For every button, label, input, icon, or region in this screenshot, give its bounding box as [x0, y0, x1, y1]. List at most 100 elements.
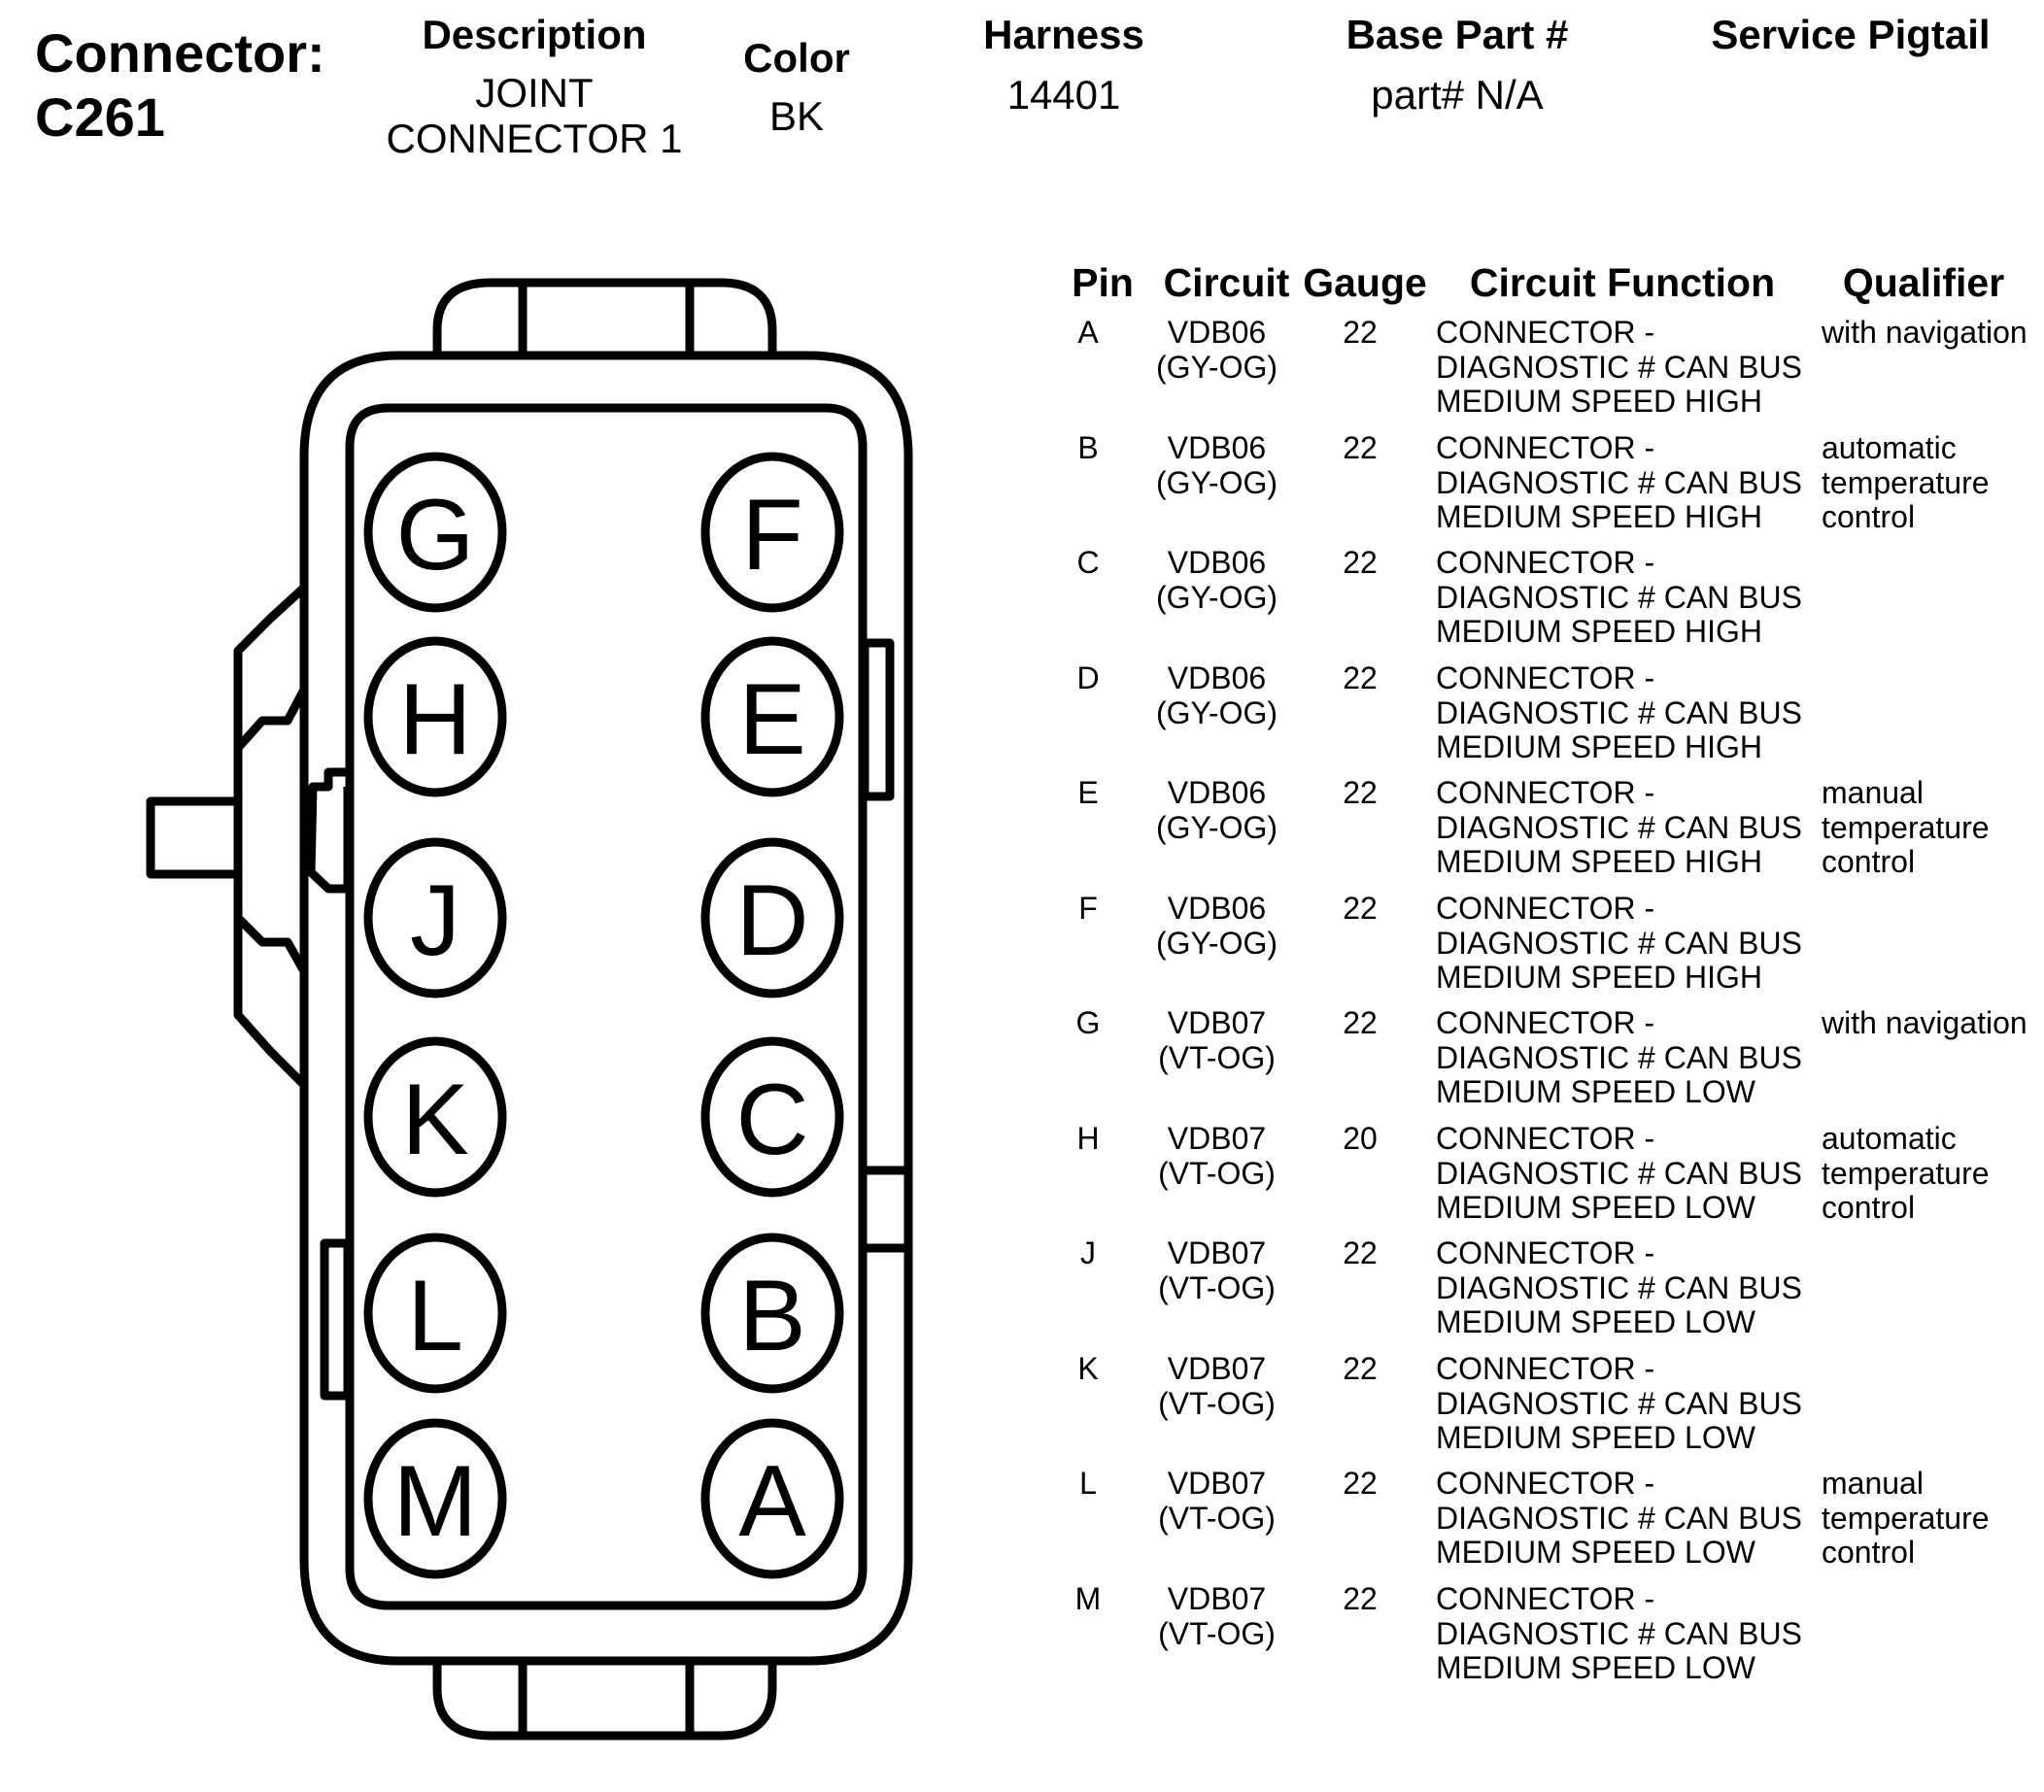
- connector-title: Connector: C261: [35, 21, 325, 149]
- row-l-circuit-function-line: DIAGNOSTIC # CAN BUS: [1436, 1500, 1802, 1536]
- row-b-pin: B: [1054, 430, 1122, 466]
- row-k-pin-line: K: [1077, 1351, 1099, 1386]
- row-m-circuit: VDB07(VT-OG): [1137, 1581, 1297, 1651]
- right-key-notch: [863, 1166, 906, 1253]
- pin-cavity-h: [363, 636, 507, 797]
- row-g-gauge-line: 22: [1343, 1005, 1378, 1040]
- description-line-1: JOINT: [475, 70, 594, 116]
- left-latch-outer: [233, 584, 308, 1089]
- row-b-circuit-function-line: DIAGNOSTIC # CAN BUS: [1436, 464, 1802, 500]
- housing-outer: [299, 351, 913, 1666]
- pin-label-a: A: [738, 1445, 806, 1558]
- row-a-qualifier: with navigation: [1822, 315, 2027, 351]
- row-l-qualifier-line: manual: [1822, 1466, 1924, 1501]
- row-h-circuit-line: (VT-OG): [1158, 1155, 1276, 1191]
- row-l-pin-line: L: [1079, 1466, 1097, 1501]
- row-m-circuit-line: VDB07: [1167, 1581, 1267, 1616]
- row-f-gauge: 22: [1316, 891, 1404, 927]
- row-a-circuit-line: (GY-OG): [1155, 349, 1278, 385]
- row-d-circuit: VDB06(GY-OG): [1137, 660, 1297, 730]
- row-e-circuit-line: (GY-OG): [1155, 809, 1278, 845]
- row-c-circuit: VDB06(GY-OG): [1137, 545, 1297, 615]
- row-h-qualifier-line: automatic: [1822, 1121, 1957, 1156]
- pin-cavity-l: [363, 1233, 507, 1394]
- base-part-label: Base Part #: [1346, 12, 1569, 57]
- row-j-circuit-function-line: MEDIUM SPEED LOW: [1436, 1304, 1755, 1339]
- row-c-circuit-line: VDB06: [1167, 545, 1267, 580]
- row-a-pin: A: [1054, 315, 1122, 351]
- row-f-circuit-function-line: CONNECTOR -: [1436, 891, 1655, 926]
- row-a-gauge-line: 22: [1343, 315, 1378, 350]
- pin-cavity-k: [363, 1036, 507, 1198]
- row-h-gauge-line: 20: [1343, 1121, 1378, 1156]
- row-e-gauge-line: 22: [1343, 775, 1378, 810]
- pin-label-g: G: [396, 479, 475, 592]
- row-c-circuit-line: (GY-OG): [1155, 579, 1278, 615]
- connector-id: C261: [35, 85, 165, 148]
- top-latch: [432, 278, 777, 353]
- row-a-circuit-line: VDB06: [1167, 315, 1267, 350]
- row-l-qualifier-line: temperature: [1822, 1500, 1990, 1536]
- row-c-circuit-function-line: MEDIUM SPEED HIGH: [1436, 614, 1763, 649]
- row-l-pin: L: [1054, 1466, 1122, 1502]
- pin-cavity-e: [700, 636, 844, 797]
- row-h-circuit-function-line: DIAGNOSTIC # CAN BUS: [1436, 1155, 1802, 1191]
- row-l-circuit-line: (VT-OG): [1158, 1500, 1276, 1536]
- pin-label-d: D: [735, 864, 808, 977]
- row-b-gauge: 22: [1316, 430, 1404, 466]
- left-latch-lower-step: [234, 914, 308, 974]
- left-key-lower: [320, 1238, 353, 1401]
- pin-cavity-j: [363, 837, 507, 998]
- row-m-circuit-function-line: DIAGNOSTIC # CAN BUS: [1436, 1615, 1802, 1651]
- row-h-circuit-function-line: CONNECTOR -: [1436, 1121, 1655, 1156]
- row-m-pin: M: [1054, 1581, 1122, 1617]
- row-e-circuit-function-line: MEDIUM SPEED HIGH: [1436, 844, 1763, 879]
- color-label: Color: [743, 35, 850, 81]
- harness-value: 14401: [1006, 72, 1121, 118]
- row-d-gauge-line: 22: [1343, 660, 1378, 695]
- pin-cavity-c: [700, 1036, 844, 1198]
- row-m-gauge-line: 22: [1343, 1581, 1378, 1616]
- row-l-circuit-function-line: CONNECTOR -: [1436, 1466, 1655, 1501]
- row-g-qualifier: with navigation: [1822, 1005, 2027, 1041]
- pin-label-j: J: [410, 864, 460, 977]
- pin-label-m: M: [393, 1445, 478, 1558]
- row-g-pin-line: G: [1075, 1005, 1101, 1040]
- row-d-circuit-function-line: DIAGNOSTIC # CAN BUS: [1436, 694, 1802, 730]
- row-j-circuit-line: (VT-OG): [1158, 1269, 1276, 1305]
- row-g-pin: G: [1054, 1005, 1122, 1041]
- row-e-circuit-function-line: CONNECTOR -: [1436, 775, 1655, 810]
- row-k-circuit-function-line: DIAGNOSTIC # CAN BUS: [1436, 1385, 1802, 1421]
- row-k-pin: K: [1054, 1351, 1122, 1387]
- row-m-circuit-function-line: MEDIUM SPEED LOW: [1436, 1650, 1755, 1685]
- pin-cavity-f: [700, 452, 844, 613]
- row-j-circuit-function-line: DIAGNOSTIC # CAN BUS: [1436, 1269, 1802, 1305]
- description-line-2: CONNECTOR 1: [386, 116, 683, 162]
- row-h-pin-line: H: [1076, 1121, 1100, 1156]
- pin-cavity-g: [363, 452, 507, 613]
- right-key-upper: [860, 638, 895, 801]
- row-b-qualifier-line: control: [1822, 499, 1916, 534]
- row-l-gauge-line: 22: [1343, 1466, 1378, 1501]
- color-value: BK: [768, 93, 825, 139]
- row-l-gauge: 22: [1316, 1466, 1404, 1502]
- row-b-pin-line: B: [1077, 430, 1099, 465]
- row-l-circuit-function-line: MEDIUM SPEED LOW: [1436, 1535, 1755, 1570]
- row-a-circuit: VDB06(GY-OG): [1137, 315, 1297, 385]
- row-g-gauge: 22: [1316, 1005, 1404, 1041]
- row-h-qualifier-line: control: [1822, 1190, 1916, 1225]
- row-f-pin-line: F: [1078, 891, 1098, 926]
- row-m-gauge: 22: [1316, 1581, 1404, 1617]
- row-b-circuit-line: (GY-OG): [1155, 464, 1278, 500]
- row-m-pin-line: M: [1074, 1581, 1102, 1616]
